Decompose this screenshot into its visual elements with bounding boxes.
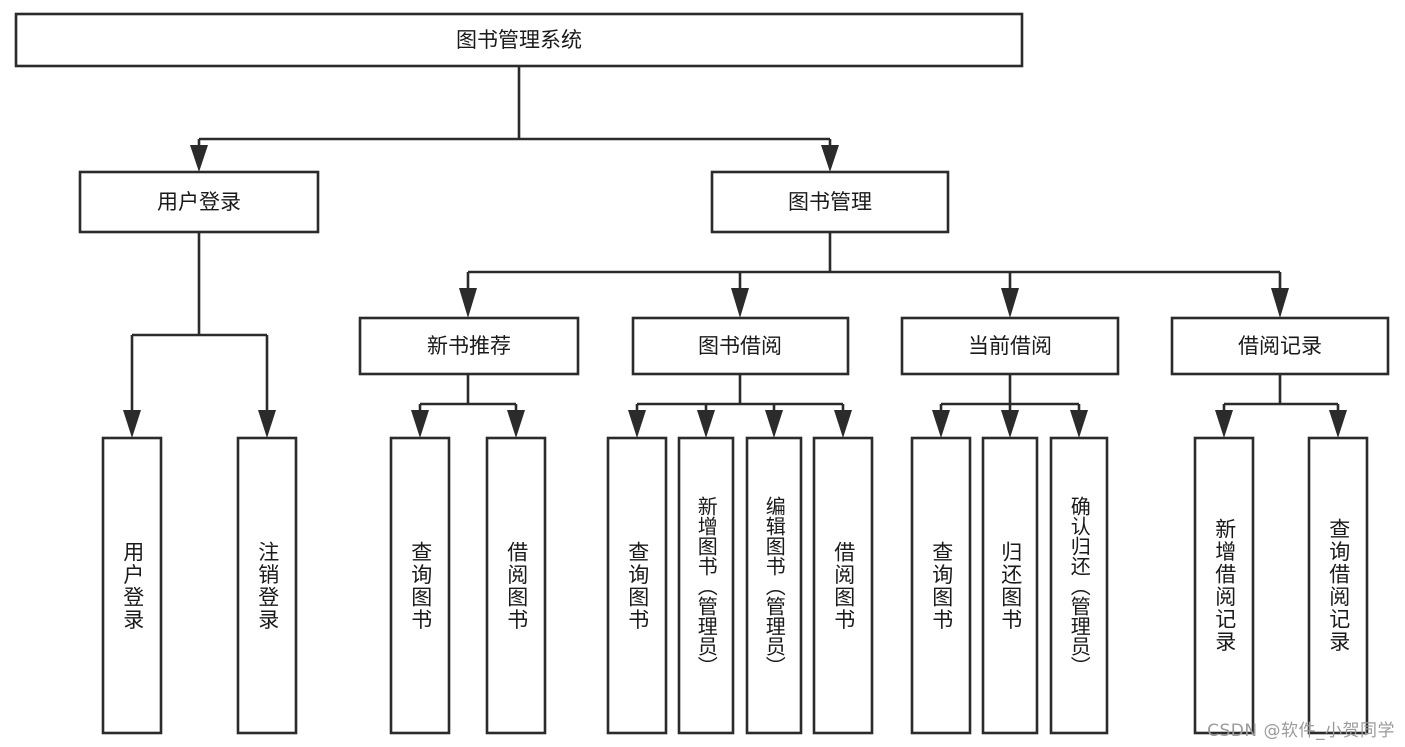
arrow-leaf-10: [1001, 410, 1019, 438]
node-label-user-login: 用户登录: [157, 190, 241, 214]
node-box-book-borrow[interactable]: [631, 316, 850, 376]
node-box-new-book-rec[interactable]: [358, 316, 580, 376]
node-box-leaf-6[interactable]: [677, 436, 735, 735]
arrow-leaf-9: [932, 410, 950, 438]
arrow-borrow: [731, 288, 749, 318]
arrow-leaf-4: [507, 410, 525, 438]
arrow-leaf-2: [258, 410, 276, 438]
arrow-leaf-7: [765, 410, 783, 438]
arrow-newbook: [459, 288, 477, 318]
node-box-root[interactable]: [14, 12, 1024, 68]
arrow-leaf-12: [1215, 410, 1233, 438]
node-label-new-book-rec: 新书推荐: [427, 334, 511, 358]
arrow-records: [1271, 288, 1289, 318]
node-label-current-borrow: 当前借阅: [968, 334, 1052, 358]
node-label-book-borrow: 图书借阅: [698, 334, 782, 358]
node-box-leaf-12[interactable]: [1193, 436, 1255, 735]
arrow-leaf-3: [411, 410, 429, 438]
node-box-leaf-13[interactable]: [1307, 436, 1369, 735]
node-box-leaf-4[interactable]: [485, 436, 547, 735]
node-box-leaf-3[interactable]: [389, 436, 451, 735]
node-box-leaf-7[interactable]: [745, 436, 803, 735]
arrow-leaf-13: [1329, 410, 1347, 438]
arrow-user-login: [190, 145, 208, 172]
arrow-book-mgmt: [821, 145, 839, 172]
arrow-leaf-5: [628, 410, 646, 438]
node-label-borrow-records: 借阅记录: [1238, 334, 1322, 358]
csdn-watermark: CSDN @软件_小贺同学: [1207, 721, 1395, 741]
node-layer: 图书管理系统 用户登录 图书管理 新书推荐 图书借阅 当前借阅 借阅记录: [14, 12, 1390, 735]
node-box-borrow-records[interactable]: [1170, 316, 1390, 376]
arrow-leaf-6: [697, 410, 715, 438]
node-label-book-mgmt: 图书管理: [788, 190, 872, 214]
node-box-leaf-5[interactable]: [606, 436, 668, 735]
arrow-leaf-8: [834, 410, 852, 438]
node-box-current-borrow[interactable]: [900, 316, 1120, 376]
node-box-leaf-8[interactable]: [812, 436, 874, 735]
arrow-leaf-1: [123, 410, 141, 438]
node-box-leaf-9[interactable]: [910, 436, 972, 735]
node-box-leaf-10[interactable]: [981, 436, 1039, 735]
node-box-leaf-11[interactable]: [1049, 436, 1109, 735]
arrow-leaf-11: [1070, 410, 1088, 438]
node-label-root: 图书管理系统: [456, 28, 582, 52]
connector-layer: [123, 66, 1347, 438]
node-box-leaf-1[interactable]: [101, 436, 163, 735]
node-box-book-mgmt[interactable]: [710, 170, 950, 234]
node-box-user-login[interactable]: [78, 170, 320, 234]
arrow-current: [1001, 288, 1019, 318]
node-box-leaf-2[interactable]: [236, 436, 298, 735]
